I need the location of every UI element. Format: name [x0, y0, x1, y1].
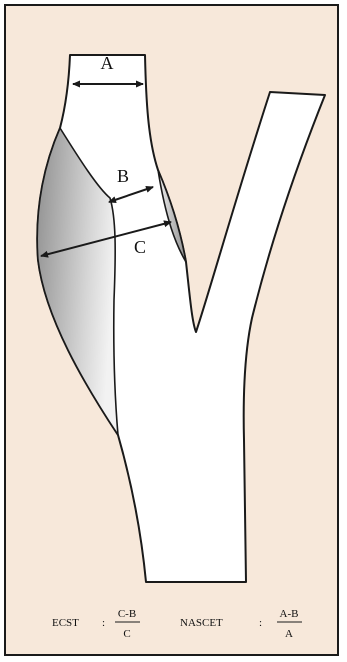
nascet-denominator: A — [285, 628, 293, 640]
label-a: A — [101, 53, 114, 73]
label-c: C — [134, 237, 146, 257]
ecst-denominator: C — [123, 628, 130, 640]
ecst-name: ECST — [52, 617, 79, 629]
ecst-formula: ECST : C-B C — [52, 608, 140, 640]
nascet-name: NASCET — [180, 617, 223, 629]
label-b: B — [117, 166, 129, 186]
ecst-numerator: C-B — [118, 608, 136, 620]
nascet-separator: : — [259, 617, 262, 629]
ecst-separator: : — [102, 617, 105, 629]
nascet-formula: NASCET : A-B A — [180, 608, 302, 640]
nascet-numerator: A-B — [280, 608, 299, 620]
